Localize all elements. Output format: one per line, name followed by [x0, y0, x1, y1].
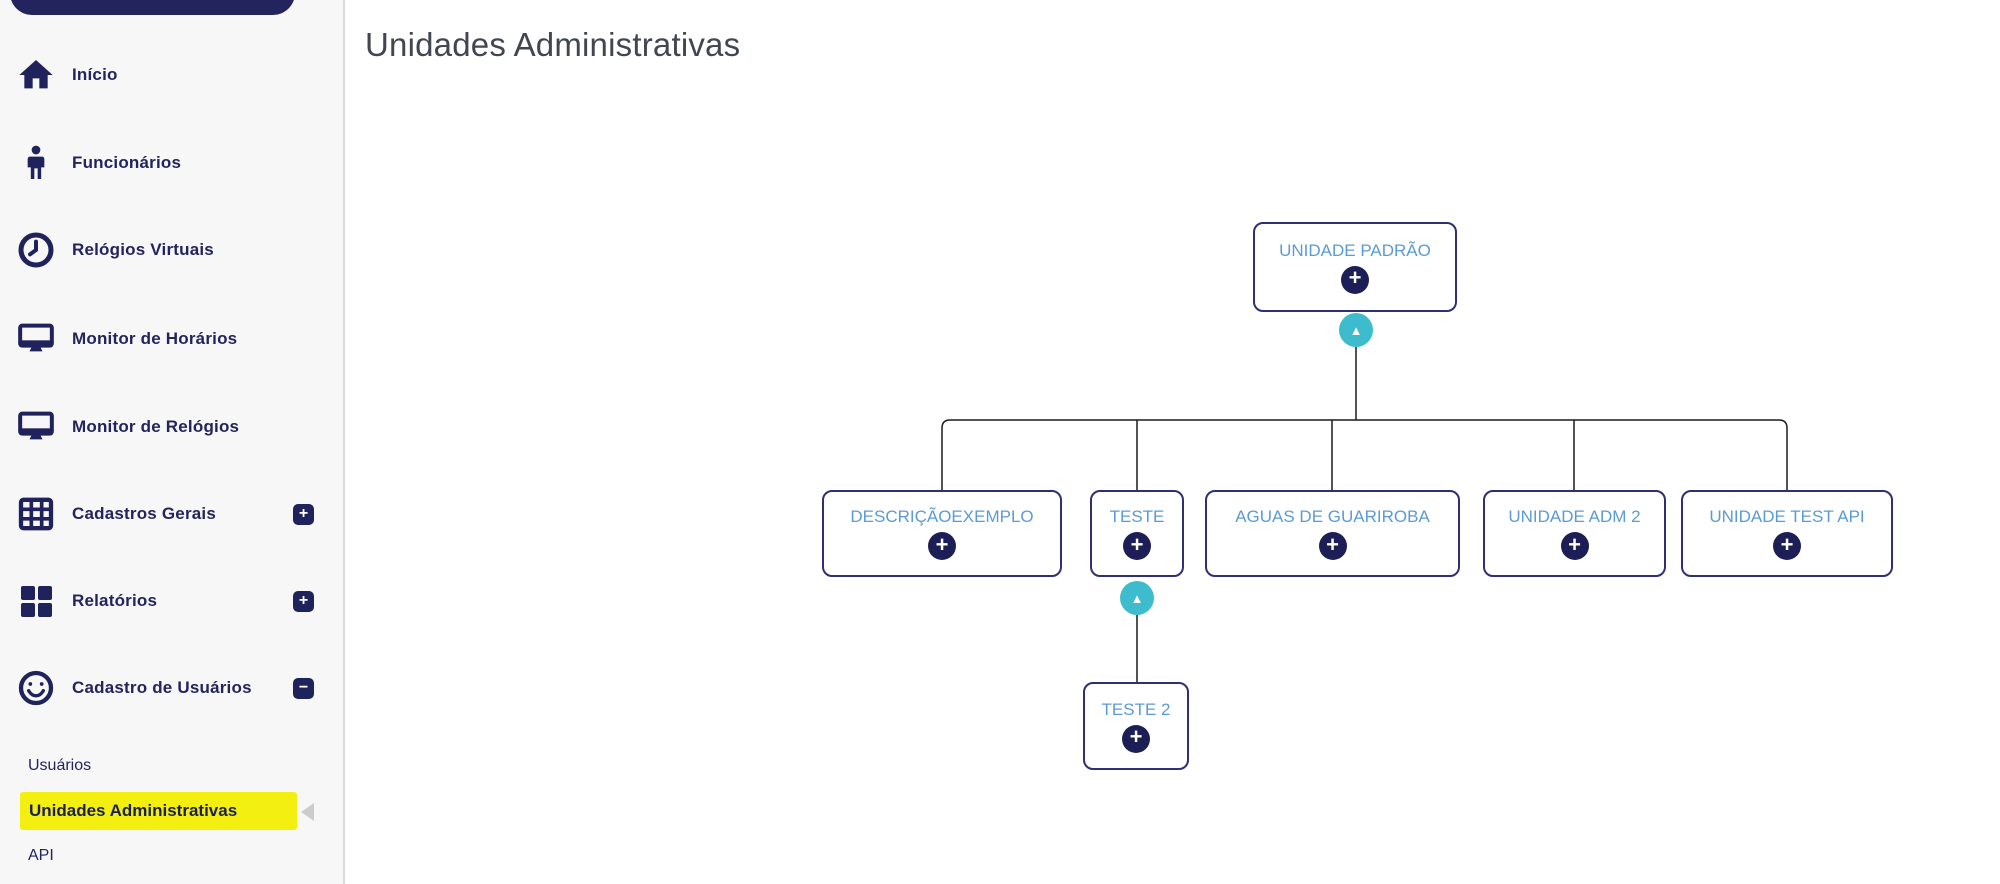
- sidebar-item-label: Relógios Virtuais: [72, 240, 214, 259]
- table-icon: [15, 493, 57, 535]
- expand-section-button[interactable]: +: [293, 503, 314, 525]
- sidebar-item-monitor-de-horarios[interactable]: Monitor de Horários: [0, 295, 345, 383]
- collapse-section-button[interactable]: −: [293, 677, 314, 699]
- add-subunit-button[interactable]: +: [928, 532, 956, 560]
- org-node-label: UNIDADE PADRÃO: [1279, 240, 1431, 260]
- org-node-label: UNIDADE ADM 2: [1508, 507, 1641, 526]
- sidebar: Início Funcionários Relógios Virtuais: [0, 0, 345, 884]
- org-node-label: AGUAS DE GUARIROBA: [1235, 507, 1430, 526]
- active-subitem-label: Unidades Administrativas: [29, 801, 238, 820]
- org-node-unidade-padrao[interactable]: UNIDADE PADRÃO +: [1253, 222, 1457, 312]
- grid-icon: [15, 580, 57, 622]
- sidebar-item-cadastros-gerais[interactable]: Cadastros Gerais +: [0, 470, 345, 558]
- person-icon: [15, 142, 57, 184]
- monitor-icon: [15, 406, 57, 448]
- org-node-unidade-test-api[interactable]: UNIDADE TEST API +: [1681, 490, 1893, 577]
- add-subunit-button[interactable]: +: [1123, 532, 1151, 560]
- sidebar-item-relogios-virtuais[interactable]: Relógios Virtuais: [0, 206, 345, 294]
- sidebar-item-label: Funcionários: [72, 153, 182, 172]
- org-chart-connectors: [941, 347, 1788, 682]
- sidebar-item-label: Monitor de Relógios: [72, 417, 240, 436]
- org-node-descricaoexemplo[interactable]: DESCRIÇÃOEXEMPLO +: [822, 490, 1062, 577]
- add-subunit-button[interactable]: +: [1318, 532, 1347, 560]
- org-node-teste-2[interactable]: TESTE 2 +: [1083, 682, 1189, 770]
- collapse-toggle-icon[interactable]: ▲: [1120, 581, 1154, 615]
- add-subunit-button[interactable]: +: [1560, 532, 1589, 560]
- sidebar-item-relatorios[interactable]: Relatórios +: [0, 557, 345, 645]
- org-node-label: TESTE: [1109, 507, 1165, 526]
- monitor-icon: [15, 318, 57, 360]
- sidebar-item-monitor-de-relogios[interactable]: Monitor de Relógios: [0, 383, 345, 471]
- sidebar-subitem-api[interactable]: API: [28, 847, 54, 864]
- clock-icon: [15, 229, 57, 271]
- logo-pill[interactable]: [10, 0, 295, 15]
- sidebar-item-cadastro-de-usuarios[interactable]: Cadastro de Usuários −: [0, 644, 345, 732]
- sidebar-item-label: Início: [72, 65, 118, 84]
- org-node-label: DESCRIÇÃOEXEMPLO: [850, 507, 1034, 526]
- smiley-icon: [15, 667, 57, 709]
- expand-section-button[interactable]: +: [293, 590, 314, 612]
- org-node-label: TESTE 2: [1101, 699, 1171, 719]
- sidebar-item-inicio[interactable]: Início: [0, 31, 345, 119]
- collapse-toggle-icon[interactable]: ▲: [1339, 313, 1373, 347]
- add-subunit-button[interactable]: +: [1773, 532, 1801, 560]
- home-icon: [15, 54, 57, 96]
- sidebar-item-label: Cadastros Gerais: [72, 504, 216, 523]
- org-node-aguas-de-guariroba[interactable]: AGUAS DE GUARIROBA +: [1205, 490, 1460, 577]
- sidebar-item-label: Relatórios: [72, 591, 158, 610]
- sidebar-item-label: Monitor de Horários: [72, 329, 238, 348]
- sidebar-item-label: Cadastro de Usuários: [72, 678, 252, 697]
- org-node-teste[interactable]: TESTE +: [1090, 490, 1184, 577]
- sidebar-item-funcionarios[interactable]: Funcionários: [0, 119, 345, 207]
- sidebar-subitem-unidades-administrativas[interactable]: Unidades Administrativas: [20, 792, 297, 830]
- add-subunit-button[interactable]: +: [1341, 265, 1369, 294]
- sidebar-subitem-usuarios[interactable]: Usuários: [28, 757, 92, 774]
- add-subunit-button[interactable]: +: [1122, 724, 1150, 753]
- page-title: Unidades Administrativas: [365, 26, 741, 63]
- org-node-unidade-adm-2[interactable]: UNIDADE ADM 2 +: [1483, 490, 1666, 577]
- sidebar-collapse-arrow-icon[interactable]: [301, 803, 314, 821]
- org-node-label: UNIDADE TEST API: [1709, 507, 1865, 526]
